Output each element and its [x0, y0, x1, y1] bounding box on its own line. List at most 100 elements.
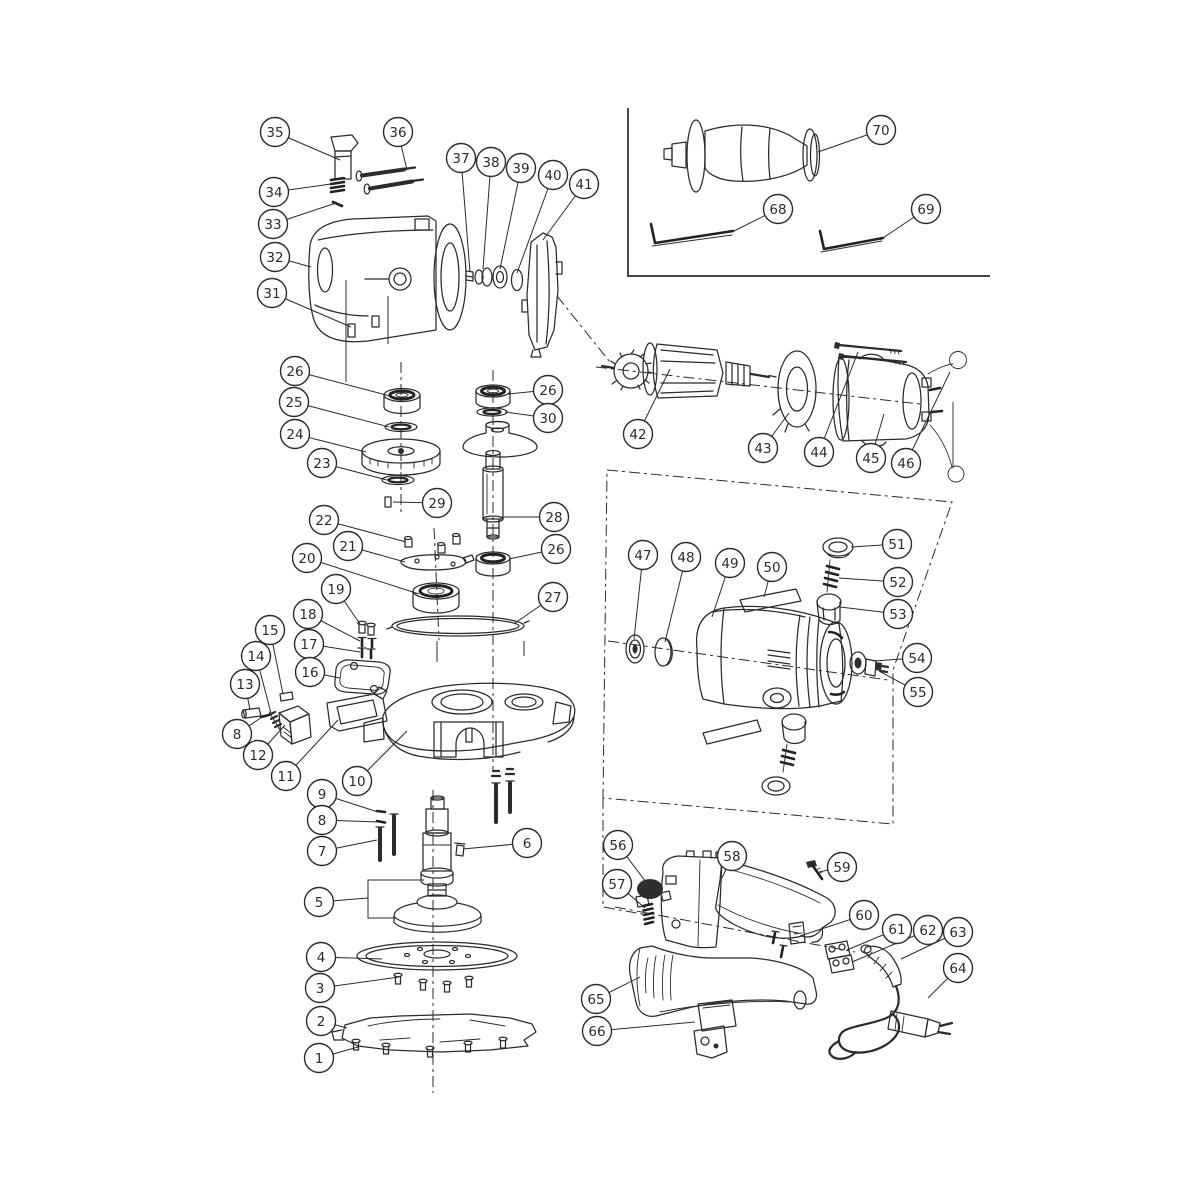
callout-20: 20 [291, 542, 323, 574]
callout-number: 70 [872, 123, 889, 139]
callout-49: 49 [714, 547, 746, 579]
callout-51: 51 [881, 528, 913, 560]
callout-38: 38 [475, 146, 507, 178]
callout-number: 17 [300, 637, 317, 653]
callout-45: 45 [855, 442, 887, 474]
callout-46: 46 [890, 447, 922, 479]
part-40-ring [510, 268, 524, 292]
callout-56: 56 [602, 829, 634, 861]
part-55-retainer [864, 658, 890, 677]
callout-39: 39 [505, 152, 537, 184]
part-59-screw [806, 860, 824, 881]
callout-number: 6 [523, 836, 532, 852]
part-19-screws [357, 620, 376, 636]
callout-42: 42 [622, 418, 654, 450]
callout-60: 60 [848, 899, 880, 931]
handle-dash-box [602, 798, 649, 916]
part-66-switch [693, 999, 737, 1059]
callout-2: 2 [305, 1005, 337, 1037]
part-15-pin [279, 691, 294, 702]
callout-number: 20 [298, 551, 315, 567]
callout-number: 60 [855, 908, 872, 924]
callout-number: 54 [908, 651, 925, 667]
callout-47: 47 [627, 539, 659, 571]
callout-62: 62 [912, 914, 944, 946]
callout-number: 59 [833, 860, 850, 876]
callout-37: 37 [445, 142, 477, 174]
callout-number: 16 [301, 665, 318, 681]
callout-23: 23 [306, 447, 338, 479]
callout-number: 8 [318, 813, 327, 829]
part-11-lock-lever [326, 686, 388, 732]
inset-box-border [627, 108, 990, 277]
callout-11: 11 [270, 760, 302, 792]
callout-number: 53 [889, 607, 906, 623]
association-lines [345, 280, 525, 919]
callout-number: 32 [266, 250, 283, 266]
part-32-gear-housing [308, 215, 467, 343]
callout-number: 9 [318, 787, 327, 803]
part-41-cover-plate [521, 232, 563, 358]
callout-43: 43 [747, 432, 779, 464]
callout-number: 2 [317, 1014, 326, 1030]
callout-35: 35 [259, 116, 291, 148]
callout-number: 31 [263, 286, 280, 302]
leader-46 [905, 371, 951, 464]
part-2-cover-plate [331, 1013, 537, 1053]
part-60-cord-clamp [771, 921, 806, 959]
callout-number: 66 [588, 1024, 605, 1040]
callout-number: 18 [299, 607, 316, 623]
part-8-screw-upper [259, 713, 271, 719]
part-7-bolts [375, 767, 516, 862]
callout-5: 5 [303, 886, 335, 918]
callout-29: 29 [421, 487, 453, 519]
callout-8: 8 [221, 718, 253, 750]
callout-48: 48 [670, 541, 702, 573]
part-9-setscrew [375, 809, 387, 814]
part-3-screws [393, 972, 474, 993]
callout-number: 69 [917, 202, 934, 218]
callout-69: 69 [910, 193, 942, 225]
callout-number: 11 [277, 769, 294, 785]
callout-number: 42 [629, 427, 646, 443]
callout-number: 29 [428, 496, 445, 512]
callout-15: 15 [254, 614, 286, 646]
callout-number: 27 [544, 590, 561, 606]
callout-59: 59 [826, 851, 858, 883]
part-64-power-cord [828, 984, 954, 1060]
callout-number: 68 [769, 202, 786, 218]
callout-34: 34 [258, 176, 290, 208]
callout-68: 68 [762, 193, 794, 225]
part-25-washer [384, 421, 418, 433]
leader-26 [294, 370, 391, 397]
leader-20 [306, 557, 420, 595]
callout-number: 50 [763, 560, 780, 576]
construction-lines [400, 108, 990, 1093]
callout-number: 36 [389, 125, 406, 141]
callout-number: 14 [247, 649, 264, 665]
part-62-terminal [828, 954, 855, 974]
callout-number: 52 [889, 575, 906, 591]
part-31-pin [347, 323, 356, 338]
motor-dash-box [602, 469, 953, 825]
callout-61: 61 [881, 913, 913, 945]
part-69-wrench [818, 229, 885, 253]
callout-number: 46 [897, 456, 914, 472]
part-63-cord-guard [860, 944, 902, 988]
part-6-screw [454, 842, 466, 857]
callout-number: 1 [315, 1051, 324, 1067]
part-52-brush-spring [822, 559, 841, 593]
callout-70: 70 [865, 114, 897, 146]
callout-25: 25 [278, 386, 310, 418]
part-4-backing-pad [356, 941, 518, 971]
callout-number: 51 [888, 537, 905, 553]
callout-number: 10 [348, 774, 365, 790]
callout-number: 38 [482, 155, 499, 171]
callout-number: 8 [233, 727, 242, 743]
callout-number: 55 [909, 685, 926, 701]
callout-17: 17 [293, 628, 325, 660]
callout-26: 26 [532, 374, 564, 406]
part-51-53-lower-brush-set [761, 713, 807, 796]
